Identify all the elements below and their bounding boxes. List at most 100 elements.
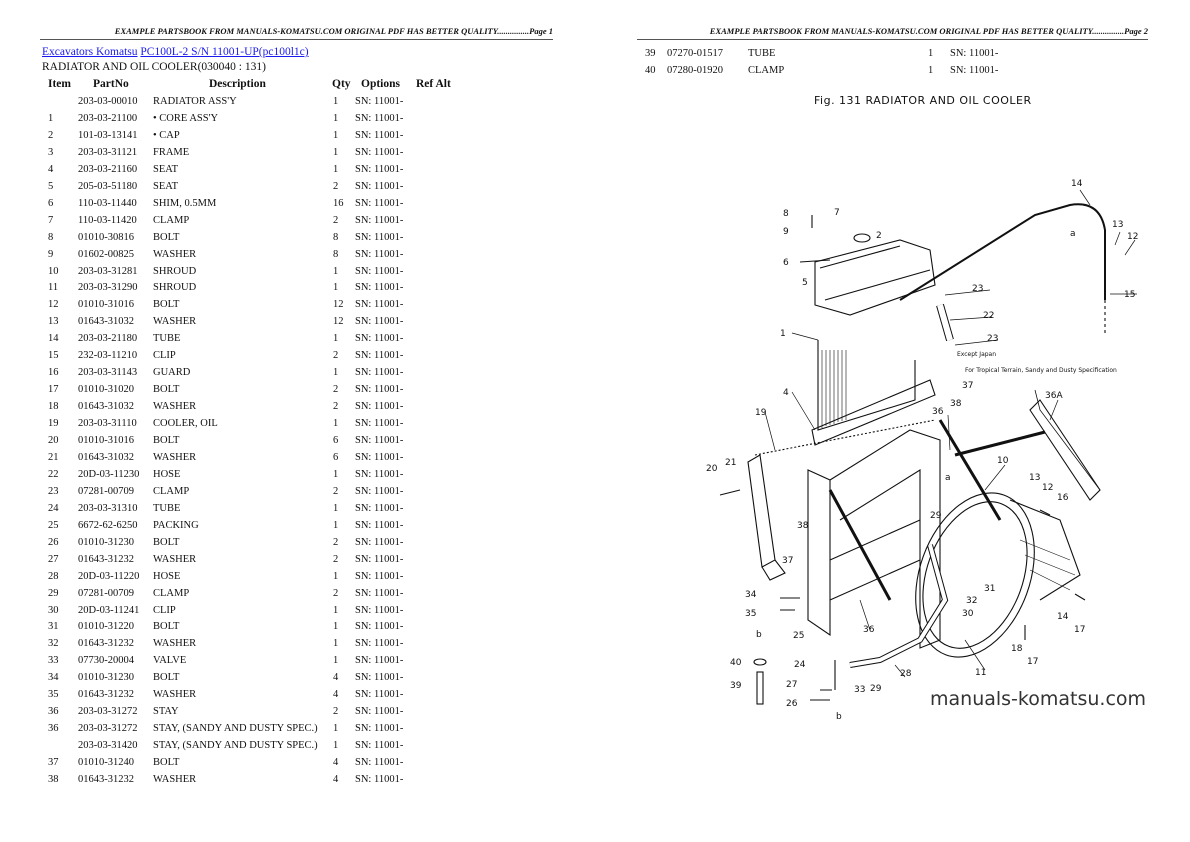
watermark: manuals-komatsu.com: [930, 688, 1147, 710]
cell-partno: 07270-01517: [667, 48, 723, 59]
callout-label: 1: [780, 329, 786, 339]
cell-options: SN: 11001-: [355, 519, 404, 531]
cell-item: 39: [645, 48, 656, 59]
callout-label: 18: [1011, 644, 1023, 654]
breadcrumb-link-excavators[interactable]: Excavators Komatsu: [42, 46, 138, 58]
cell-qty: 2: [333, 384, 339, 396]
callout-label: 27: [786, 680, 797, 690]
cell-item: 25: [48, 519, 59, 531]
callout-label: 23: [972, 284, 983, 294]
cell-partno: 01643-31232: [78, 774, 134, 785]
callout-label: 28: [900, 669, 912, 679]
cell-item: 36: [48, 723, 59, 735]
cell-description: GUARD: [153, 367, 191, 379]
cell-description: TUBE: [153, 502, 181, 514]
breadcrumb-link-model[interactable]: PC100L-2 S/N 11001-UP(pc100l1c): [140, 46, 309, 58]
cell-options: SN: 11001-: [950, 65, 999, 76]
page-2-header: EXAMPLE PARTSBOOK FROM MANUALS-KOMATSU.C…: [637, 26, 1148, 40]
cell-qty: 1: [333, 265, 339, 277]
cell-options: SN: 11001-: [355, 774, 404, 785]
cell-item: 37: [48, 757, 59, 769]
cell-description: WASHER: [153, 689, 197, 701]
cell-item: 8: [48, 231, 54, 243]
cell-options: SN: 11001-: [355, 282, 404, 294]
cell-partno: 01643-31232: [78, 638, 134, 650]
cell-partno: 01010-31240: [78, 757, 134, 769]
cell-options: SN: 11001-: [355, 757, 404, 769]
cell-options: SN: 11001-: [355, 384, 404, 396]
cell-partno: 203-03-21160: [78, 163, 138, 175]
callout-label: 11: [975, 668, 986, 678]
cell-options: SN: 11001-: [355, 367, 404, 379]
cell-item: 3: [48, 146, 54, 158]
cell-qty: 1: [333, 638, 339, 650]
cell-qty: 1: [333, 468, 339, 480]
cell-description: • CORE ASS'Y: [153, 112, 219, 124]
cell-item: 9: [48, 248, 54, 260]
cell-item: 5: [48, 180, 54, 192]
cell-item: 32: [48, 638, 59, 650]
cell-item: 29: [48, 587, 59, 599]
cell-partno: 07730-20004: [78, 655, 134, 667]
cell-options: SN: 11001-: [355, 401, 404, 413]
cell-description: WASHER: [153, 638, 197, 650]
cell-item: 20: [48, 435, 59, 446]
callout-label: 12: [1042, 483, 1053, 493]
cell-qty: 1: [333, 163, 339, 175]
cell-partno: 20D-03-11220: [78, 570, 140, 582]
cell-qty: 1: [333, 282, 339, 294]
cell-options: SN: 11001-: [355, 231, 404, 243]
cell-description: TUBE: [153, 333, 181, 345]
cell-options: SN: 11001-: [355, 689, 404, 701]
cell-options: SN: 11001-: [355, 265, 404, 277]
cell-partno: 07281-00709: [78, 485, 134, 497]
cell-qty: 1: [333, 604, 339, 616]
cell-qty: 1: [333, 146, 339, 158]
cell-item: 40: [645, 65, 656, 76]
cell-qty: 2: [333, 180, 339, 192]
cell-qty: 1: [333, 112, 339, 124]
cell-partno: 01643-31232: [78, 689, 134, 701]
cell-partno: 01643-31032: [78, 401, 134, 413]
cell-description: SHROUD: [153, 282, 197, 294]
cell-options: SN: 11001-: [355, 604, 404, 616]
callout-label: a: [1070, 229, 1076, 239]
radiator-cap: [853, 233, 871, 243]
cell-partno: 01010-31230: [78, 672, 134, 684]
callout-label: 10: [997, 456, 1009, 466]
section-title: RADIATOR AND OIL COOLER(030040 : 131): [42, 61, 266, 73]
cell-description: WASHER: [153, 553, 197, 565]
cell-description: BOLT: [153, 299, 180, 311]
cell-item: 35: [48, 689, 59, 701]
cell-options: SN: 11001-: [355, 197, 404, 209]
figure-title: Fig. 131 RADIATOR AND OIL COOLER: [814, 94, 1032, 107]
cell-item: 15: [48, 350, 59, 362]
cell-description: HOSE: [153, 468, 181, 480]
cell-options: SN: 11001-: [355, 638, 404, 650]
cell-options: SN: 11001-: [355, 299, 404, 311]
cell-description: BOLT: [153, 435, 180, 446]
cell-description: BOLT: [153, 757, 180, 769]
cell-partno: 205-03-51180: [78, 180, 138, 192]
cell-partno: 01010-31020: [78, 384, 134, 396]
cell-item: 16: [48, 367, 59, 379]
cell-item: 24: [48, 502, 59, 514]
callout-label: 32: [966, 596, 977, 606]
cell-qty: 1: [333, 621, 339, 633]
cell-partno: 203-03-00010: [78, 96, 138, 107]
cell-description: FRAME: [153, 146, 190, 158]
callout-label: 36: [863, 625, 875, 635]
cell-description: WASHER: [153, 316, 197, 328]
callout-label: 36A: [1045, 391, 1063, 401]
callout-label: 13: [1029, 473, 1040, 483]
callout-label: 37: [962, 381, 973, 391]
column-header-qty: Qty: [332, 78, 351, 90]
tube-14: [899, 203, 1106, 301]
cell-options: SN: 11001-: [355, 316, 404, 328]
callout-label: 31: [984, 584, 995, 594]
radiator-core: [817, 340, 916, 431]
cell-partno: 07280-01920: [667, 65, 723, 76]
cell-partno: 203-03-31143: [78, 367, 138, 379]
column-header-item: Item: [48, 78, 71, 90]
callout-label: 37: [782, 556, 793, 566]
